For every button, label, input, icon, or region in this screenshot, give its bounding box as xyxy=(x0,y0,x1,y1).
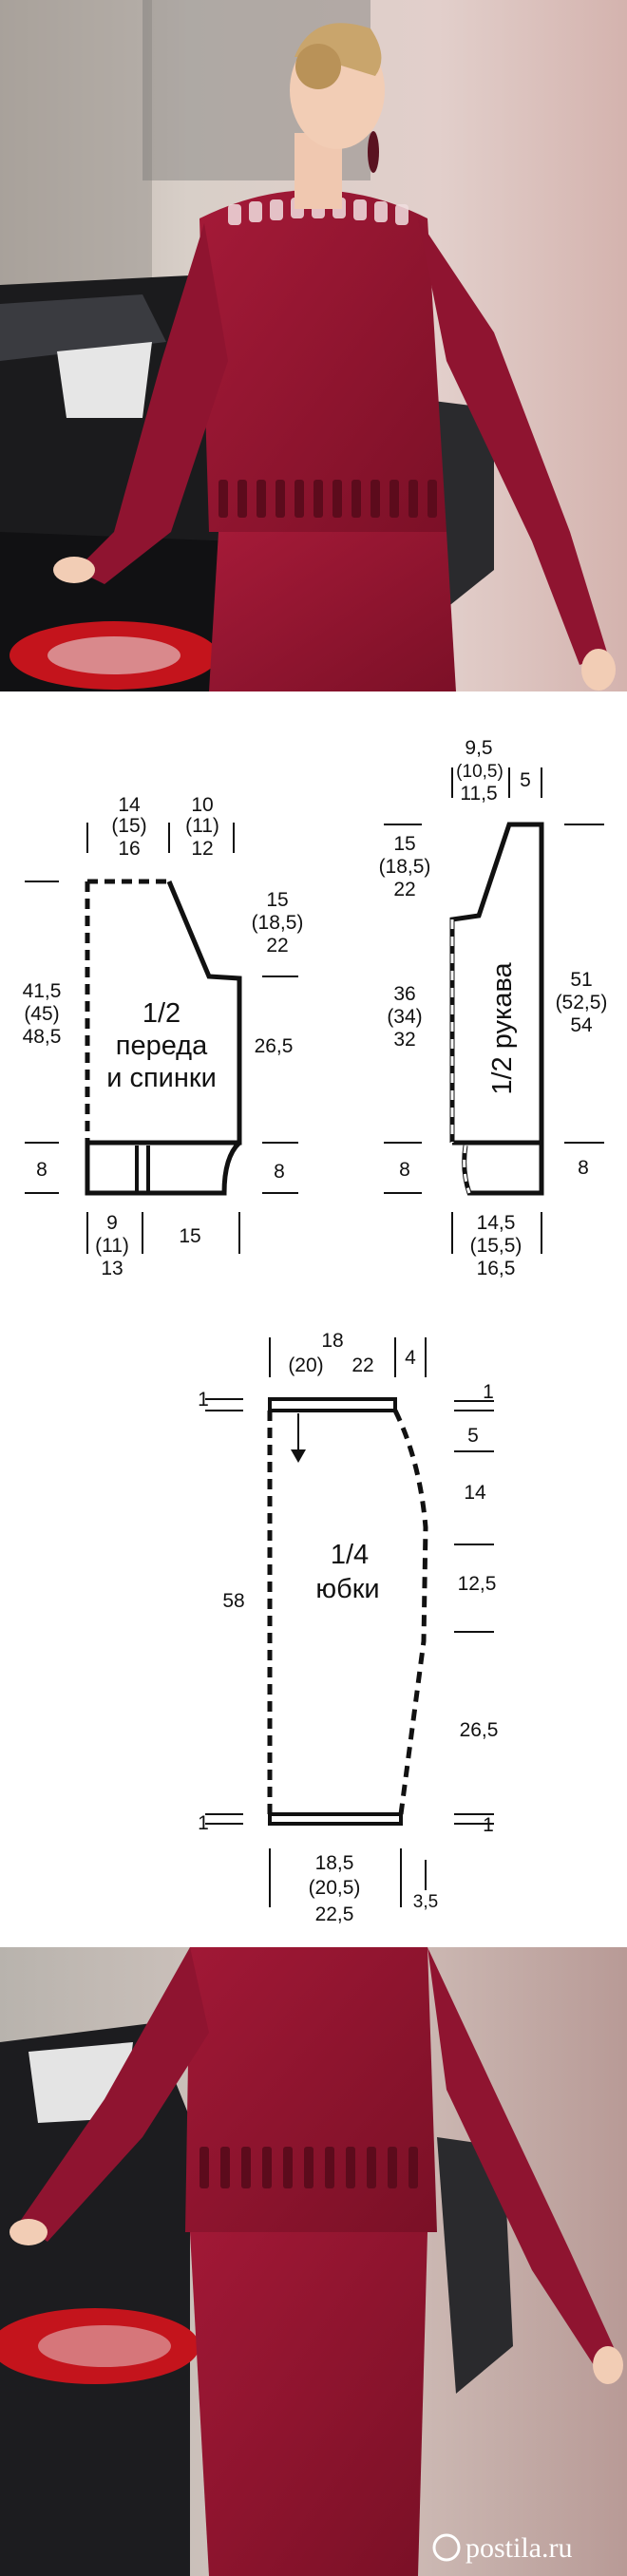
skirt-title-2: юбки xyxy=(315,1574,379,1604)
sleeve-cuff xyxy=(462,1143,544,1196)
skirt-top-width-2: (20) xyxy=(288,1354,323,1376)
body-title-2: переда xyxy=(116,1031,208,1061)
body-total-height-3: 48,5 xyxy=(23,1026,62,1048)
skirt-bottom-2: (20,5) xyxy=(309,1877,361,1899)
sleeve-pattern: 1/2 рукава 9,5 (10,5) 11,5 5 15 (18,5) 2… xyxy=(379,737,608,1279)
sweater-bottom-photo xyxy=(185,1947,437,2232)
skirt-waist-left: 1 xyxy=(198,1389,209,1411)
skirt-waistband xyxy=(268,1397,397,1412)
watermark: postila.ru xyxy=(432,2532,573,2564)
skirt-bottom-1: 18,5 xyxy=(315,1852,354,1874)
skirt-right-5: 5 xyxy=(467,1425,479,1447)
skirt-hem-left: 1 xyxy=(198,1812,209,1834)
sleeve-bottom-3: 16,5 xyxy=(477,1258,516,1279)
body-armhole-1: 15 xyxy=(266,889,288,911)
skirt-arrow-head xyxy=(291,1449,306,1463)
skirt-pattern: 1/4 юбки 18 (20) 22 4 1 58 1 1 5 14 xyxy=(198,1330,498,1925)
skirt-top-photo xyxy=(209,532,456,691)
body-title-3: и спинки xyxy=(106,1063,217,1093)
skirt-right-14: 14 xyxy=(464,1482,486,1504)
body-neck-width-1: 10 xyxy=(191,794,213,816)
body-top-width-1: 14 xyxy=(118,794,141,816)
sweater-body xyxy=(200,190,446,532)
skirt-top-width-3: 22 xyxy=(352,1354,373,1376)
body-bottom-left-2: (11) xyxy=(95,1235,129,1257)
sleeve-top-width-1: 9,5 xyxy=(465,737,492,759)
body-armhole-3: 22 xyxy=(266,935,288,957)
body-side-height: 26,5 xyxy=(255,1035,294,1057)
skirt-left-height: 58 xyxy=(222,1590,244,1612)
bottom-photo: postila.ru xyxy=(0,1947,627,2576)
body-top-width-3: 16 xyxy=(118,838,140,860)
sleeve-lower-3: 32 xyxy=(393,1029,415,1051)
skirt-right-26-5: 26,5 xyxy=(460,1719,499,1741)
skirt-hem xyxy=(268,1812,403,1826)
sleeve-total-3: 54 xyxy=(570,1014,593,1036)
body-top-width-2: (15) xyxy=(111,815,146,837)
body-title-1: 1/2 xyxy=(142,998,180,1029)
sleeve-title: 1/2 рукава xyxy=(487,961,518,1094)
body-pattern: 14 (15) 16 10 (11) 12 41,5 (45) 48,5 8 1… xyxy=(23,794,304,1279)
body-neck-width-3: 12 xyxy=(191,838,213,860)
hair xyxy=(294,23,382,76)
sleeve-bottom-1: 14,5 xyxy=(477,1212,516,1234)
skirt-top-width-1: 18 xyxy=(321,1330,343,1352)
skirt-right-12-5: 12,5 xyxy=(458,1573,497,1595)
sleeve-top-right: 5 xyxy=(520,769,531,791)
sleeve-top-width-2: (10,5) xyxy=(456,762,504,782)
body-bottom-left-1: 9 xyxy=(106,1212,118,1234)
watermark-icon xyxy=(432,2533,461,2562)
body-rib-right: 8 xyxy=(274,1161,285,1183)
skirt-bottom-photo xyxy=(190,2232,428,2576)
body-total-height-2: (45) xyxy=(24,1003,59,1025)
top-photo xyxy=(0,0,627,691)
body-outline xyxy=(87,881,242,1146)
sleeve-lower-2: (34) xyxy=(387,1006,422,1028)
sleeve-top-width-3: 11,5 xyxy=(460,783,497,805)
skirt-top-right: 4 xyxy=(405,1347,416,1369)
body-rib-left: 8 xyxy=(36,1159,48,1181)
sleeve-cap-1: 15 xyxy=(393,833,415,855)
pattern-diagrams: 14 (15) 16 10 (11) 12 41,5 (45) 48,5 8 1… xyxy=(0,691,627,1936)
left-sleeve xyxy=(76,223,228,584)
skirt-waist-right: 1 xyxy=(483,1381,494,1403)
skirt-hem-right: 1 xyxy=(483,1814,494,1836)
sleeve-cuff-left: 8 xyxy=(399,1159,410,1181)
watermark-text: postila.ru xyxy=(466,2532,573,2564)
body-armhole-2: (18,5) xyxy=(252,912,304,934)
right-sleeve xyxy=(418,218,608,665)
sleeve-cuff-right: 8 xyxy=(578,1157,589,1179)
sleeve-cap-3: 22 xyxy=(393,879,415,900)
body-total-height-1: 41,5 xyxy=(23,980,62,1002)
bottom-photo-illustration: postila.ru xyxy=(0,1947,627,2576)
body-neck-width-2: (11) xyxy=(185,815,219,837)
skirt-side-curve xyxy=(392,1409,428,1815)
top-photo-illustration xyxy=(0,0,627,691)
sleeve-lower-1: 36 xyxy=(393,983,415,1005)
skirt-title-1: 1/4 xyxy=(331,1540,369,1570)
body-bottom-right: 15 xyxy=(179,1225,200,1247)
sleeve-cap-2: (18,5) xyxy=(379,856,431,878)
pattern-diagrams-svg: 14 (15) 16 10 (11) 12 41,5 (45) 48,5 8 1… xyxy=(23,737,608,1925)
body-rib xyxy=(85,1141,241,1196)
sleeve-bottom-2: (15,5) xyxy=(470,1235,522,1257)
sleeve-total-2: (52,5) xyxy=(556,992,608,1013)
body-bottom-left-3: 13 xyxy=(101,1258,123,1279)
skirt-bottom-right: 3,5 xyxy=(413,1892,438,1912)
skirt-bottom-3: 22,5 xyxy=(315,1904,354,1925)
sleeve-total-1: 51 xyxy=(570,969,592,991)
